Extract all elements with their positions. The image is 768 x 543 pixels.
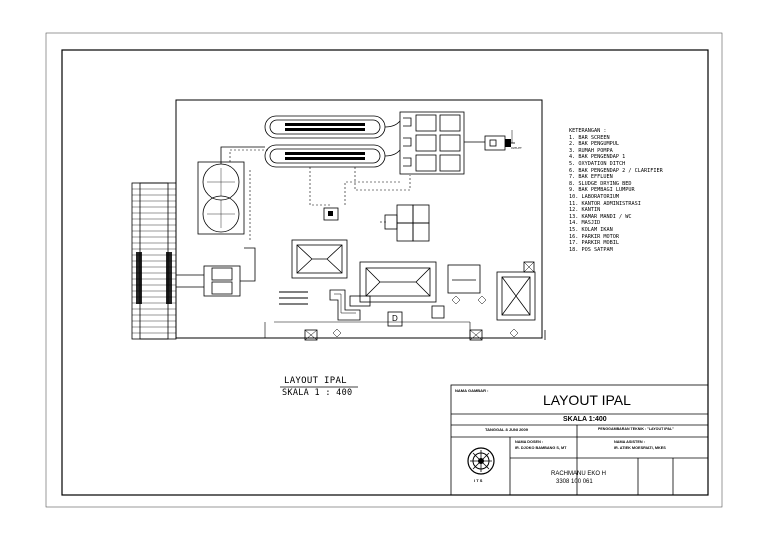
its-logo [467,447,495,475]
legend-item: 6. BAK PENGENDAP 2 / CLARIFIER [569,167,663,174]
drawing-name-label: NAMA GAMBAR : [455,388,489,393]
legend-item: 3. RUMAH POMPA [569,147,613,154]
legend-item: 15. KOLAM IKAN [569,226,613,233]
oxydation-ditch [264,115,401,168]
assistant-name: IR. ATIEK MOESRIATI, MKES [614,446,666,450]
legend-item: 16. PARKIR MOTOR [569,233,619,240]
parking-area [264,289,471,338]
legend-item: 12. KANTIN [569,207,601,214]
student-id: 3308 100 061 [556,479,593,485]
outlet-label: OUTLET [511,146,522,150]
legend-item: 5. OXYDATION DITCH [569,160,626,167]
title-block-scale: SKALA 1:400 [563,416,607,423]
legend-item: 4. BAK PENGENDAP 1 [569,154,626,161]
legend-item: 17. PARKIR MOBIL [569,240,619,247]
building-canteen [447,264,481,294]
site-boundary [175,99,543,339]
assistant-label: NAMA ASISTEN : [614,440,645,444]
building-mosque [496,261,536,321]
legend-item: 9. BAK PEMBAGI LUMPUR [569,187,635,194]
legend-item: 1. BAR SCREEN [569,134,610,141]
clarifier-group [399,111,465,175]
pump-house [176,247,256,297]
title-block-frame [450,384,709,496]
institution-label: I T S [474,478,483,483]
unit-mark: D [392,314,398,323]
drawing-date: TANGGAL 8 JUNI 2009 [485,427,528,432]
legend-item: 8. SLUDGE DRYING BED [569,180,632,187]
guard-post [304,329,546,341]
sheet-label: PENGGAMBARAN TEKNIK : "LAYOUT IPAL" [598,427,674,431]
primary-settling-tanks [197,146,265,235]
caption-scale: SKALA 1 : 400 [282,388,353,398]
student-name: RACHMANU EKO H [551,471,607,477]
inlet-channel [131,182,177,340]
legend-item: 10. LABORATORIUM [569,193,619,200]
effluent-basin [464,130,515,151]
building-office [349,261,437,307]
caption-title: LAYOUT IPAL [284,376,347,386]
lecturer-name: IR. DJOKO BAMBANG S, MT [515,446,567,450]
drawing-frame [61,49,709,496]
sludge-drying-bed [323,204,430,242]
legend-item: 11. KANTOR ADMINISTRASI [569,200,641,207]
lecturer-label: NAMA DOSEN : [515,440,544,444]
legend-item: 18. POS SATPAM [569,246,613,253]
legend-item: 14. MASJID [569,220,601,227]
shrub-symbols [332,295,519,338]
building-laboratory [291,239,348,279]
legend-heading: KETERANGAN : [569,128,607,134]
paper-border [45,32,723,508]
legend: KETERANGAN : 1. BAR SCREEN 2. BAK PENGUM… [569,128,663,253]
legend-item: 2. BAK PENGUMPUL [569,141,619,148]
drawing-name: LAYOUT IPAL [543,392,631,408]
legend-item: 13. KAMAR MANDI / WC [569,213,632,220]
legend-item: 7. BAK EFFLUEN [569,174,613,181]
sludge-piping [229,149,411,240]
